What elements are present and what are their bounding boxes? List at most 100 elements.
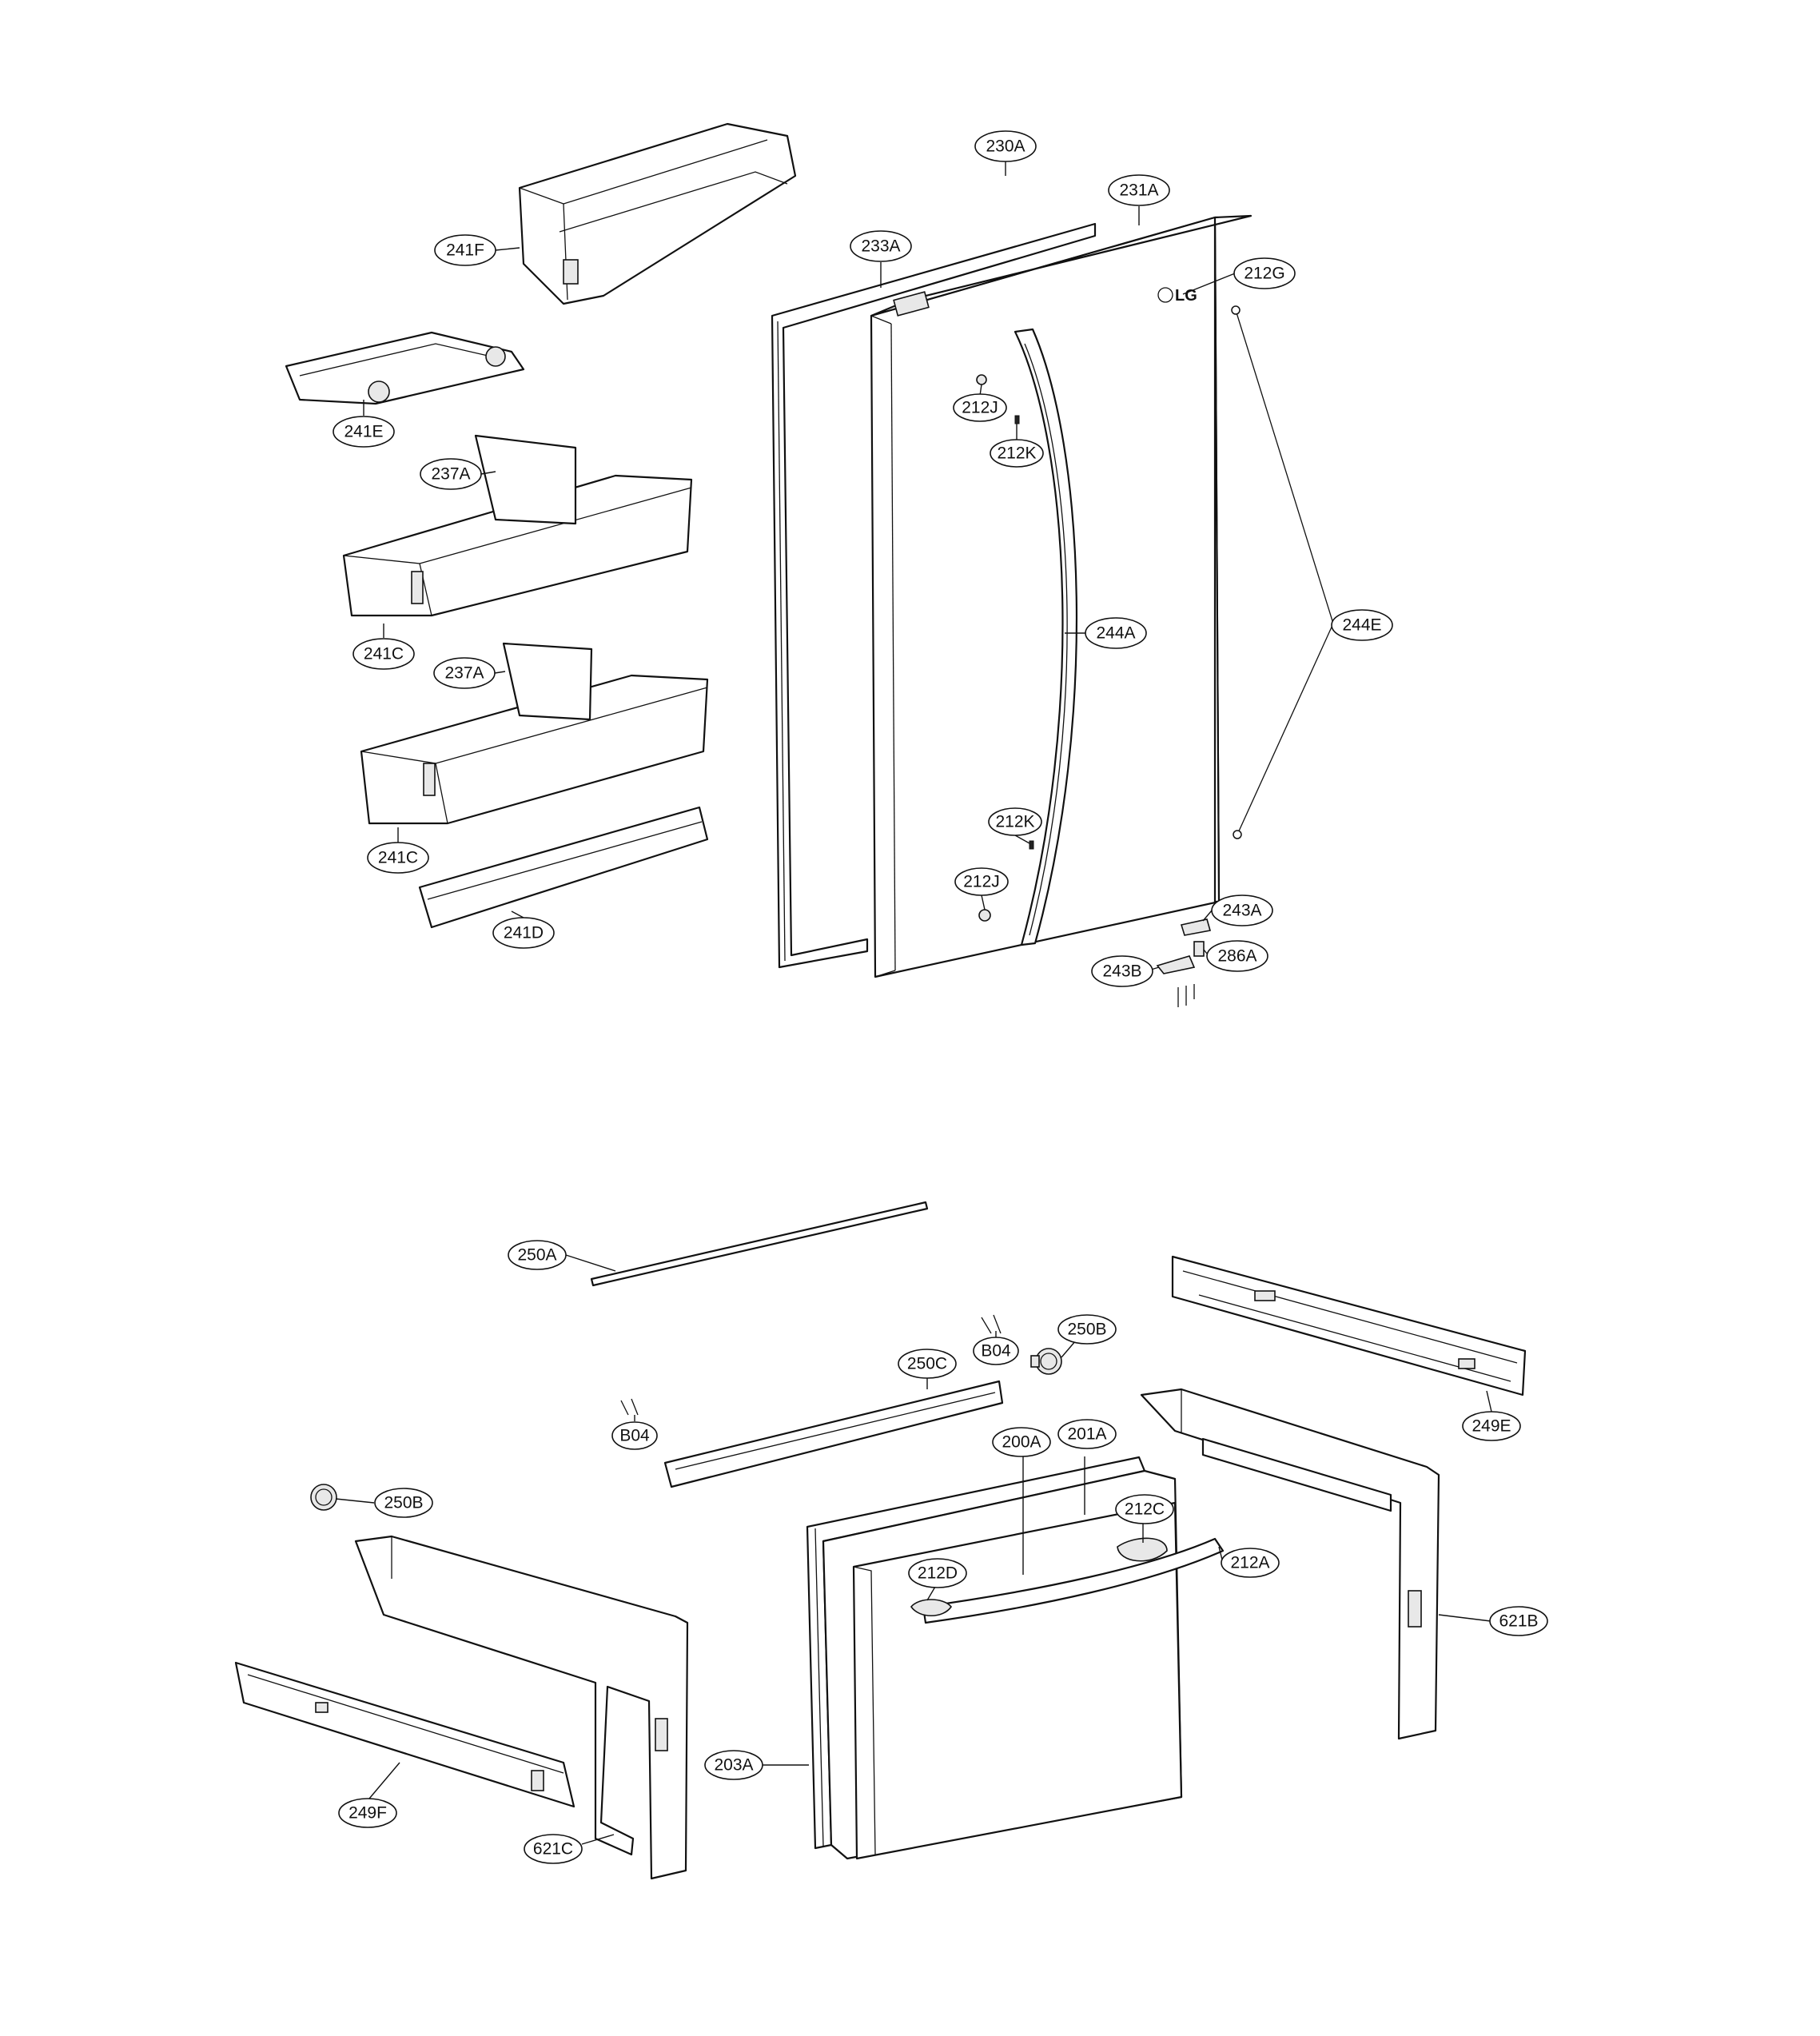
label-230a: 230A	[974, 130, 1037, 162]
svg-text:250B: 250B	[384, 1494, 423, 1512]
drawer-frame-rail-621c	[354, 1535, 689, 1880]
label-237a-bottom: 237A	[433, 657, 496, 689]
label-241c-top: 241C	[352, 638, 415, 670]
label-201a: 201A	[1057, 1419, 1117, 1449]
label-212c: 212C	[1115, 1494, 1174, 1524]
slide-rail-249e	[1171, 1255, 1527, 1397]
svg-text:621C: 621C	[533, 1840, 573, 1859]
label-241f: 241F	[434, 234, 496, 266]
label-244e: 244E	[1331, 609, 1393, 641]
svg-text:201A: 201A	[1067, 1425, 1106, 1444]
label-249e: 249E	[1462, 1411, 1521, 1441]
bin-divider-237a-lower	[502, 642, 593, 721]
svg-text:241C: 241C	[378, 849, 418, 867]
label-231a: 231A	[1108, 174, 1170, 206]
label-621c: 621C	[524, 1834, 583, 1864]
svg-text:250A: 250A	[517, 1246, 556, 1265]
bin-divider-237a-upper	[474, 434, 577, 525]
rail-250c	[663, 1380, 1004, 1488]
svg-text:249F: 249F	[348, 1804, 387, 1823]
label-286a: 286A	[1206, 940, 1268, 972]
label-212k-bottom: 212K	[988, 807, 1042, 836]
label-250b-left: 250B	[374, 1488, 433, 1518]
svg-text:203A: 203A	[714, 1756, 753, 1775]
svg-text:250B: 250B	[1067, 1321, 1106, 1339]
door-bin-241c-lower	[360, 674, 709, 825]
door-bin-241c-upper	[342, 474, 693, 617]
door-panel	[870, 214, 1252, 978]
door-bin-241f	[518, 122, 797, 305]
svg-text:243B: 243B	[1102, 962, 1141, 981]
label-243a: 243A	[1211, 894, 1273, 926]
svg-text:231A: 231A	[1119, 181, 1158, 200]
label-212k-top: 212K	[990, 439, 1044, 468]
svg-text:200A: 200A	[1002, 1433, 1041, 1452]
label-233a: 233A	[850, 230, 912, 262]
svg-text:230A: 230A	[986, 137, 1025, 156]
svg-text:212G: 212G	[1244, 265, 1284, 283]
svg-text:241D: 241D	[504, 924, 544, 942]
label-241c-bottom: 241C	[367, 842, 429, 874]
label-212j-bottom: 212J	[954, 867, 1009, 896]
label-250c: 250C	[898, 1349, 957, 1379]
svg-text:244E: 244E	[1342, 616, 1381, 635]
svg-text:212D: 212D	[918, 1564, 958, 1583]
svg-text:237A: 237A	[444, 664, 484, 683]
svg-text:241C: 241C	[364, 645, 404, 663]
drawer-handle-212a	[910, 1537, 1225, 1624]
svg-text:243A: 243A	[1222, 902, 1261, 920]
svg-text:241E: 241E	[344, 423, 383, 441]
drawer-front-200a	[852, 1501, 1183, 1860]
pinion-gear-left	[310, 1484, 337, 1511]
screws-b04	[620, 1314, 1002, 1416]
label-212g: 212G	[1233, 257, 1296, 289]
svg-text:244A: 244A	[1096, 624, 1135, 643]
label-212j-top: 212J	[953, 393, 1007, 422]
svg-text:212K: 212K	[995, 813, 1034, 831]
door-cable	[1231, 305, 1334, 839]
handle-screws	[976, 374, 1034, 922]
door-gasket	[771, 222, 1097, 969]
door-trim-241d	[418, 806, 709, 929]
leader-lines	[335, 161, 1492, 1845]
label-b04-left: B04	[611, 1421, 658, 1450]
label-244a: 244A	[1085, 617, 1147, 649]
rail-bar-250a	[590, 1201, 929, 1287]
svg-text:237A: 237A	[431, 465, 470, 484]
svg-text:233A: 233A	[861, 237, 900, 256]
pinion-gear-top	[1030, 1348, 1062, 1375]
drawer-frame-rail-621b	[1140, 1388, 1440, 1740]
svg-text:241F: 241F	[446, 241, 484, 260]
label-237a-top: 237A	[420, 458, 482, 490]
svg-text:250C: 250C	[907, 1355, 947, 1373]
lg-logo: LG	[1157, 287, 1197, 305]
label-212a: 212A	[1221, 1548, 1280, 1578]
door-handle	[1014, 328, 1078, 946]
label-621b: 621B	[1489, 1606, 1548, 1636]
lg-logo-text: LG	[1175, 287, 1197, 305]
door-bin-241e	[285, 331, 525, 405]
svg-text:B04: B04	[981, 1342, 1011, 1361]
svg-text:249E: 249E	[1472, 1417, 1511, 1436]
label-241e: 241E	[333, 416, 395, 448]
slide-rail-249f	[234, 1661, 575, 1808]
label-250a: 250A	[508, 1240, 567, 1270]
label-212d: 212D	[908, 1558, 967, 1588]
svg-text:212J: 212J	[962, 399, 998, 417]
label-200a: 200A	[992, 1427, 1051, 1457]
door-hinge-parts	[1156, 918, 1212, 1007]
label-249f: 249F	[338, 1798, 397, 1828]
label-243b: 243B	[1091, 955, 1153, 987]
svg-text:212J: 212J	[963, 873, 1000, 891]
svg-text:286A: 286A	[1217, 947, 1256, 966]
svg-text:212C: 212C	[1125, 1500, 1165, 1519]
label-b04-top: B04	[973, 1337, 1019, 1365]
label-203a: 203A	[704, 1750, 763, 1780]
label-250b-top: 250B	[1057, 1314, 1117, 1345]
label-241d: 241D	[492, 917, 555, 949]
svg-text:621B: 621B	[1499, 1612, 1538, 1631]
svg-text:212K: 212K	[997, 444, 1036, 463]
svg-text:B04: B04	[619, 1427, 650, 1445]
svg-text:212A: 212A	[1230, 1554, 1269, 1572]
